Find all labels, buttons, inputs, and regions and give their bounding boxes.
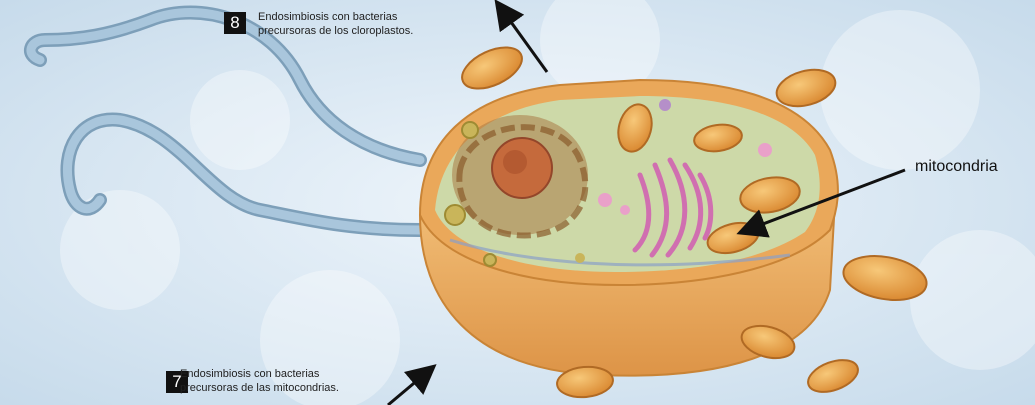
step-8-caption-line1: Endosimbiosis con bacterias	[258, 10, 413, 24]
nucleolus	[503, 150, 527, 174]
step-7-caption-line1: Endosimbiosis con bacterias	[180, 367, 339, 381]
mitochondria-label: mitocondria	[915, 158, 998, 176]
step-8-caption-line2: precursoras de los cloroplastos.	[258, 24, 413, 38]
step-8-badge: 8	[224, 12, 246, 34]
step-7-caption: Endosimbiosis con bacterias precursoras …	[180, 367, 339, 395]
step-8-caption: Endosimbiosis con bacterias precursoras …	[258, 10, 413, 38]
step-7-caption-line2: precursoras de las mitocondrias.	[180, 381, 339, 395]
